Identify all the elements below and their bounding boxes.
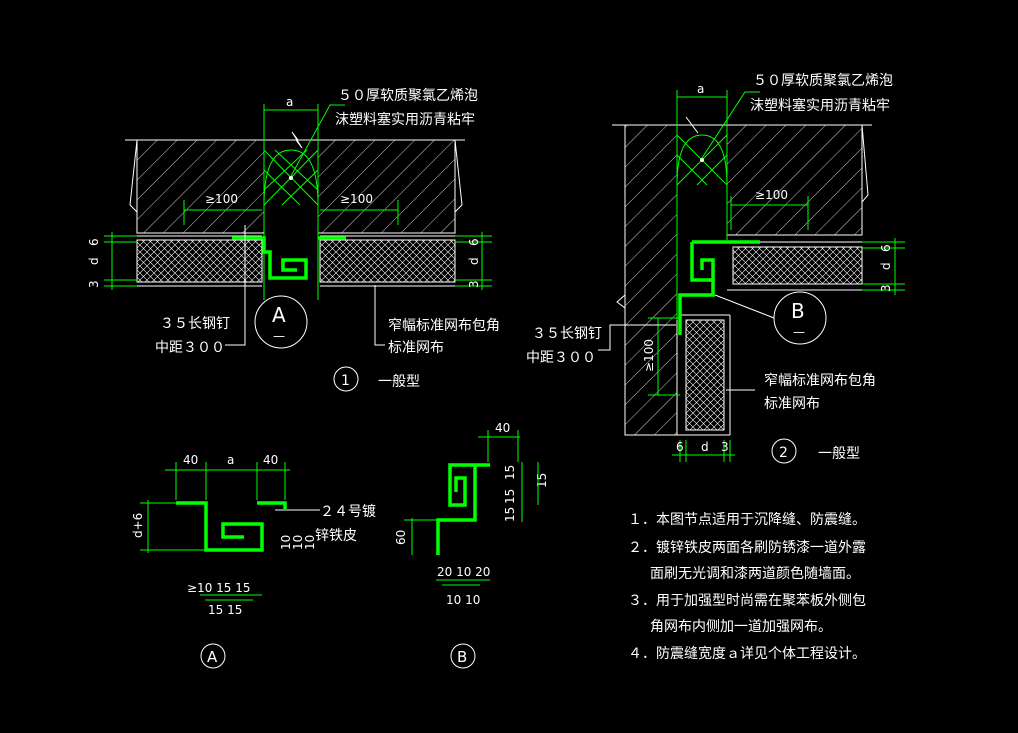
dim-a-bottom2: 15 15 (208, 603, 242, 617)
label-a-line2: 锌铁皮 (315, 528, 357, 544)
svg-text:15: 15 (503, 465, 517, 480)
dim-100-right-1: ≥100 (340, 192, 373, 206)
insulation-board-horizontal-2 (732, 246, 863, 285)
wall-left-1 (136, 139, 265, 234)
detail-1: a ≥100 ≥100 ５０厚软质聚氯乙烯泡 沫塑料塞实用沥青粘牢 6 d 3 … (87, 88, 500, 392)
svg-text:15: 15 (535, 473, 549, 488)
dim-6-left-1: 6 (87, 238, 101, 246)
note-4: ４．防震缝宽度ａ详见个体工程设计。 (628, 645, 866, 662)
detail-2-type: 一般型 (818, 446, 860, 462)
dim-100-left-1: ≥100 (205, 192, 238, 206)
dim-a-1: a (286, 95, 293, 109)
dim-100-top-2: ≥100 (755, 188, 788, 202)
note-2-cont: 面刷无光调和漆两道颜色随墙面。 (650, 565, 860, 582)
dim-a-bottom1: ≥10 15 15 (187, 581, 251, 595)
svg-text:B: B (457, 648, 467, 666)
dim-3-2: 3 (879, 284, 893, 292)
dim-d-2: d (879, 262, 893, 270)
metal-sheet-a (176, 501, 287, 552)
callout-2-line1: ５０厚软质聚氯乙烯泡 (753, 73, 893, 89)
dim-3-right-1: 3 (467, 280, 481, 288)
mesh-label-2-line1: 窄幅标准网布包角 (764, 372, 876, 389)
svg-text:—: — (793, 325, 805, 339)
dim-bottom-6-2: 6 (676, 440, 684, 454)
dim-bottom-3-2: 3 (721, 440, 729, 454)
dim-a-40-left: 40 (183, 453, 198, 467)
nail-label-1-line2: 中距３００ (155, 340, 225, 356)
metal-sheet-2 (678, 240, 760, 335)
insulation-board-right-1 (319, 239, 456, 283)
mesh-label-1-line1: 窄幅标准网布包角 (388, 317, 500, 334)
break-line-1 (125, 131, 465, 149)
wall-corner-2 (726, 124, 863, 236)
dim-3-left-1: 3 (87, 280, 101, 288)
svg-text:—: — (273, 329, 285, 343)
dim-b-60: 60 (394, 530, 408, 545)
svg-text:1: 1 (341, 373, 350, 389)
circle-a (200, 643, 226, 669)
detail-a: 40 a 40 d+6 ２４号镀 锌铁皮 10 10 10 ≥10 15 15 … (131, 453, 376, 669)
callout-2-line2: 沫塑料塞实用沥青粘牢 (750, 97, 890, 114)
metal-sheet-b (436, 463, 490, 555)
dim-a-2: a (697, 82, 704, 96)
mesh-label-1-line2: 标准网布 (388, 340, 444, 356)
bubble-b-letter: B (791, 299, 805, 323)
svg-text:A: A (207, 648, 218, 666)
foam-filler-1 (263, 149, 319, 206)
svg-text:2: 2 (779, 445, 788, 461)
svg-text:10: 10 (279, 535, 293, 550)
dim-bottom-d-2: d (701, 440, 709, 454)
svg-text:10: 10 (291, 535, 305, 550)
note-2: ２．镀锌铁皮两面各刷防锈漆一道外露 (628, 539, 866, 556)
mesh-label-2-line2: 标准网布 (764, 396, 820, 412)
dim-b-40: 40 (495, 421, 510, 435)
svg-text:15: 15 (503, 489, 517, 504)
detail-2: a ５０厚软质聚氯乙烯泡 沫塑料塞实用沥青粘牢 ≥100 ≥100 6 d 3 … (526, 73, 905, 464)
callout-1-line1: ５０厚软质聚氯乙烯泡 (338, 88, 478, 104)
note-3: ３．用于加强型时尚需在聚苯板外侧包 (628, 592, 866, 609)
svg-text:15: 15 (503, 507, 517, 522)
detail-b: 40 15 15 15 15 60 20 10 20 10 10 B (394, 421, 549, 669)
nail-label-1-line1: ３５长钢钉 (160, 316, 230, 332)
dim-100-side-2: ≥100 (642, 339, 656, 372)
detail-2-number-circle (771, 438, 797, 464)
wall-right-1 (317, 139, 456, 234)
dim-6-right-1: 6 (467, 238, 481, 246)
dim-d-right-1: d (467, 257, 481, 265)
svg-text:10: 10 (303, 535, 317, 550)
dim-a-a: a (227, 453, 234, 467)
dim-b-bottom2: 10 10 (446, 593, 480, 607)
bubble-a-1 (254, 295, 308, 349)
dim-a-40-right: 40 (263, 453, 278, 467)
metal-sheet-1 (232, 236, 346, 280)
notes: １．本图节点适用于沉降缝、防震缝。 ２．镀锌铁皮两面各刷防锈漆一道外露 面刷无光… (628, 512, 866, 662)
dim-b-bottom1: 20 10 20 (437, 565, 490, 579)
insulation-board-vertical-2 (685, 319, 725, 431)
callout-1-line2: 沫塑料塞实用沥青粘牢 (335, 111, 475, 128)
dim-d-left-1: d (87, 257, 101, 265)
dim-6-2: 6 (879, 244, 893, 252)
label-a-line1: ２４号镀 (320, 503, 376, 520)
insulation-board-left-1 (136, 239, 263, 283)
detail-1-number-circle (333, 366, 359, 392)
foam-filler-2 (676, 134, 728, 186)
wall-vertical-2 (624, 124, 678, 436)
note-1: １．本图节点适用于沉降缝、防震缝。 (628, 512, 866, 528)
dim-a-side: d+6 (131, 513, 145, 538)
detail-1-type: 一般型 (378, 374, 420, 390)
bubble-a-letter: A (272, 303, 286, 327)
nail-label-2-line2: 中距３００ (526, 350, 596, 366)
note-3-cont: 角网布内侧加一道加强网布。 (650, 619, 832, 635)
nail-label-2-line1: ３５长钢钉 (532, 326, 602, 342)
circle-b (450, 643, 476, 669)
